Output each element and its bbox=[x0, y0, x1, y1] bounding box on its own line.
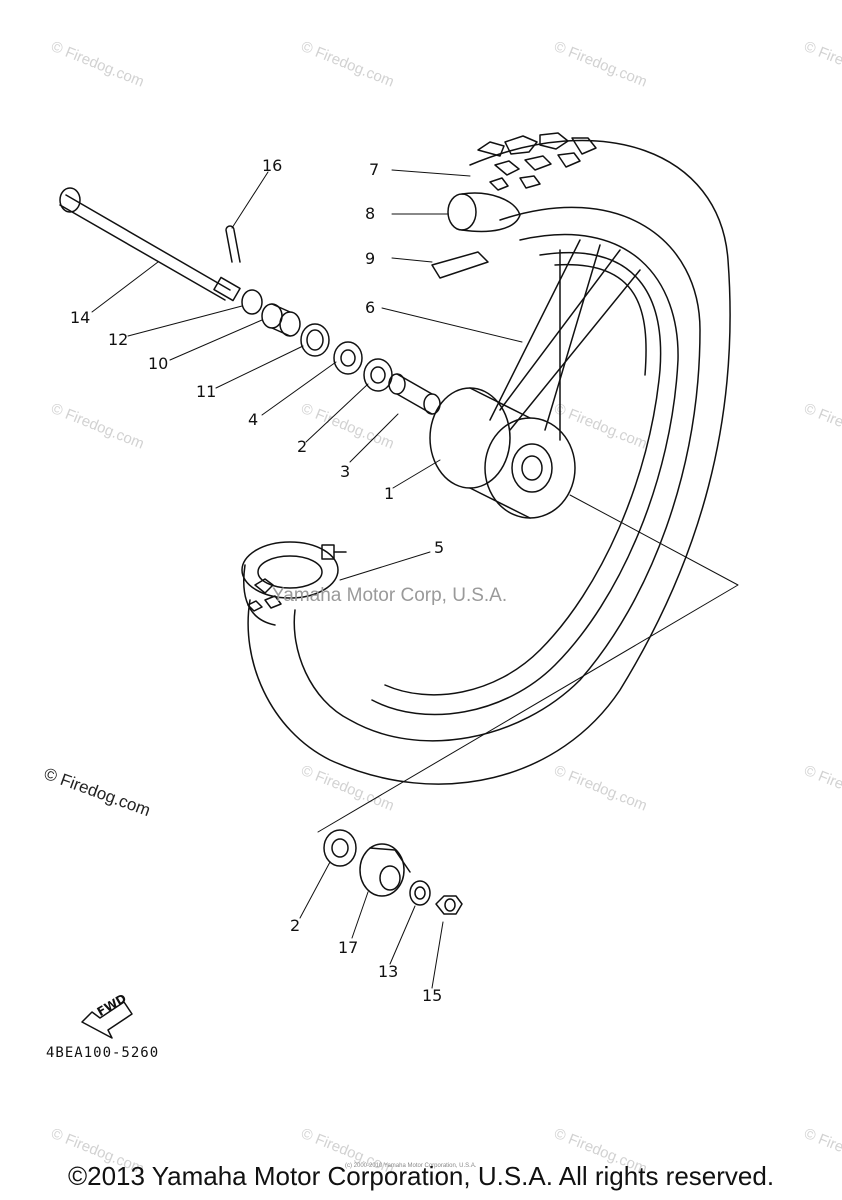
tiny-copyright-note: (c) 2000-2010 Yamaha Motor Corporation, … bbox=[345, 1163, 477, 1169]
meter-gear-unit bbox=[359, 843, 411, 897]
callout-12: 12 bbox=[108, 330, 129, 349]
callout-16: 16 bbox=[262, 156, 283, 175]
spokes bbox=[489, 239, 641, 441]
tire-cutaway bbox=[241, 541, 347, 626]
callout-1: 1 bbox=[384, 484, 395, 503]
rim-band bbox=[431, 251, 489, 279]
fwd-arrow-icon bbox=[81, 1001, 133, 1039]
tube bbox=[447, 192, 521, 233]
cotter-pin bbox=[225, 225, 241, 263]
callout-7: 7 bbox=[369, 160, 380, 179]
tire bbox=[247, 139, 731, 785]
callout-14: 14 bbox=[70, 308, 91, 327]
callout-2: 2 bbox=[290, 916, 301, 935]
bearing bbox=[363, 358, 393, 392]
bearing-lower bbox=[323, 829, 357, 867]
axle bbox=[59, 187, 241, 302]
callout-17: 17 bbox=[338, 938, 359, 957]
copyright-footer: ©2013 Yamaha Motor Corporation, U.S.A. A… bbox=[67, 1161, 775, 1191]
callout-15: 15 bbox=[422, 986, 443, 1005]
axle-nut bbox=[435, 895, 463, 915]
callout-2: 2 bbox=[297, 437, 308, 456]
diagram-part-code: 4BEA100-5260 bbox=[46, 1045, 160, 1061]
callout-8: 8 bbox=[365, 204, 376, 223]
callout-3: 3 bbox=[340, 462, 351, 481]
callout-11: 11 bbox=[196, 382, 217, 401]
manufacturer-watermark: Yamaha Motor Corp, U.S.A. bbox=[272, 585, 508, 606]
tread-pattern bbox=[477, 132, 597, 191]
callout-9: 9 bbox=[365, 249, 376, 268]
spacer bbox=[388, 373, 441, 415]
washer bbox=[241, 289, 263, 315]
callout-4: 4 bbox=[248, 410, 259, 429]
callout-5: 5 bbox=[434, 538, 445, 557]
hub-assembly bbox=[429, 387, 576, 519]
washer-lower bbox=[409, 880, 431, 906]
collar bbox=[261, 303, 301, 337]
callout-13: 13 bbox=[378, 962, 399, 981]
oil-seal bbox=[300, 323, 330, 357]
callout-10: 10 bbox=[148, 354, 169, 373]
bearing bbox=[333, 341, 363, 375]
callout-6: 6 bbox=[365, 298, 376, 317]
